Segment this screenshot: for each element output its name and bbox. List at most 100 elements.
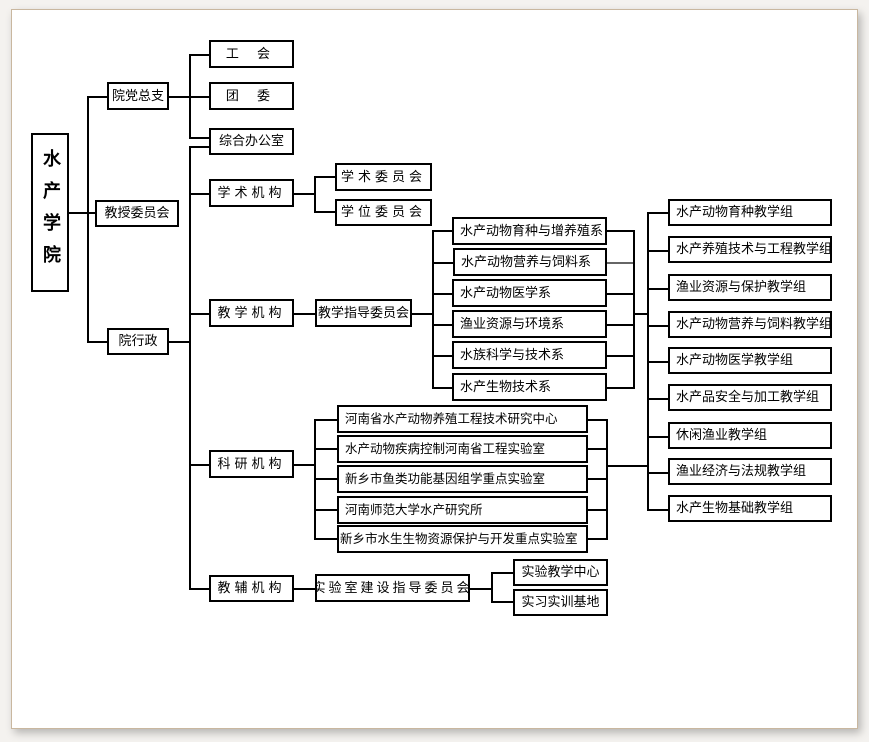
connector bbox=[87, 341, 108, 343]
connector bbox=[294, 588, 316, 590]
node-department: 水产动物育种与增养殖系 bbox=[452, 217, 607, 245]
node-teaching-group: 渔业经济与法规教学组 bbox=[668, 458, 832, 485]
connector bbox=[607, 355, 635, 357]
node-professors-committee: 教授委员会 bbox=[95, 200, 179, 227]
node-research-unit: 新乡市鱼类功能基因组学重点实验室 bbox=[337, 465, 588, 493]
node-college: 水产学院 bbox=[31, 133, 69, 292]
connector bbox=[294, 313, 316, 315]
connector bbox=[633, 230, 635, 389]
connector bbox=[432, 387, 454, 389]
node-teaching-group: 渔业资源与保护教学组 bbox=[668, 274, 832, 301]
node-teaching-group: 水产生物基础教学组 bbox=[668, 495, 832, 522]
connector bbox=[314, 211, 337, 213]
node-youth-league: 团 委 bbox=[209, 82, 294, 110]
node-teaching-committee: 教学指导委员会 bbox=[315, 299, 412, 327]
connector bbox=[314, 419, 338, 421]
connector bbox=[169, 96, 191, 98]
connector bbox=[647, 398, 669, 400]
connector bbox=[189, 464, 210, 466]
node-department: 渔业资源与环境系 bbox=[452, 310, 607, 338]
node-practice-base: 实习实训基地 bbox=[513, 589, 608, 616]
node-academic-committee: 学术委员会 bbox=[335, 163, 432, 191]
node-degree-committee: 学位委员会 bbox=[335, 199, 432, 226]
node-party-branch: 院党总支 bbox=[107, 82, 169, 110]
connector bbox=[647, 509, 669, 511]
connector bbox=[314, 538, 338, 540]
connector bbox=[647, 212, 669, 214]
connector bbox=[432, 230, 434, 388]
connector bbox=[647, 472, 669, 474]
connector bbox=[189, 193, 210, 195]
connector bbox=[647, 325, 669, 327]
connector bbox=[169, 341, 191, 343]
node-teaching-group: 水产动物育种教学组 bbox=[668, 199, 832, 226]
connector bbox=[647, 250, 669, 252]
connector bbox=[432, 262, 454, 264]
node-department: 水产动物营养与饲料系 bbox=[453, 248, 607, 276]
node-union: 工 会 bbox=[209, 40, 294, 68]
connector bbox=[432, 230, 454, 232]
connector bbox=[588, 509, 608, 511]
connector bbox=[491, 601, 514, 603]
node-research-unit: 河南省水产动物养殖工程技术研究中心 bbox=[337, 405, 588, 433]
connector bbox=[647, 288, 669, 290]
connector bbox=[647, 361, 669, 363]
connector bbox=[314, 176, 316, 212]
node-academic-bodies: 学术机构 bbox=[209, 179, 294, 207]
connector bbox=[314, 448, 338, 450]
node-teaching-group: 水产动物营养与饲料教学组 bbox=[668, 311, 832, 338]
connector bbox=[432, 293, 454, 295]
node-department: 水产动物医学系 bbox=[452, 279, 607, 307]
connector bbox=[432, 355, 454, 357]
node-research-unit: 河南师范大学水产研究所 bbox=[337, 496, 588, 524]
node-teaching-bodies: 教学机构 bbox=[209, 299, 294, 327]
node-department: 水产生物技术系 bbox=[452, 373, 607, 401]
connector bbox=[491, 572, 514, 574]
node-department: 水族科学与技术系 bbox=[452, 341, 607, 369]
connector bbox=[470, 588, 493, 590]
node-research-unit: 新乡市水生生物资源保护与开发重点实验室 bbox=[337, 525, 588, 553]
connector bbox=[606, 419, 608, 540]
connector bbox=[588, 478, 608, 480]
connector bbox=[189, 588, 210, 590]
connector bbox=[189, 146, 210, 148]
connector bbox=[607, 262, 635, 264]
node-college-admin: 院行政 bbox=[107, 328, 169, 355]
connector bbox=[314, 509, 338, 511]
node-research-unit: 水产动物疾病控制河南省工程实验室 bbox=[337, 435, 588, 463]
connector bbox=[412, 313, 434, 315]
connector bbox=[189, 146, 191, 589]
connector bbox=[588, 448, 608, 450]
node-lab-teaching-center: 实验教学中心 bbox=[513, 559, 608, 586]
node-teaching-group: 水产品安全与加工教学组 bbox=[668, 384, 832, 411]
connector bbox=[588, 538, 608, 540]
connector bbox=[294, 464, 316, 466]
node-teaching-group: 水产养殖技术与工程教学组 bbox=[668, 236, 832, 263]
connector bbox=[607, 230, 635, 232]
connector bbox=[189, 137, 210, 139]
connector bbox=[87, 96, 89, 342]
node-general-office: 综合办公室 bbox=[209, 128, 294, 155]
connector bbox=[69, 212, 89, 214]
connector bbox=[87, 212, 95, 214]
connector bbox=[314, 176, 337, 178]
connector bbox=[607, 324, 635, 326]
connector bbox=[87, 96, 108, 98]
connector bbox=[647, 436, 669, 438]
node-teaching-group: 水产动物医学教学组 bbox=[668, 347, 832, 374]
connector bbox=[607, 293, 635, 295]
connector bbox=[588, 419, 608, 421]
connector bbox=[189, 54, 210, 56]
node-support-bodies: 教辅机构 bbox=[209, 575, 294, 602]
connector bbox=[432, 324, 454, 326]
connector bbox=[314, 478, 338, 480]
node-research-bodies: 科研机构 bbox=[209, 450, 294, 478]
connector bbox=[294, 193, 316, 195]
connector bbox=[491, 572, 493, 602]
connector bbox=[606, 465, 649, 467]
node-lab-committee: 实验室建设指导委员会 bbox=[315, 574, 470, 602]
node-teaching-group: 休闲渔业教学组 bbox=[668, 422, 832, 449]
connector bbox=[189, 96, 210, 98]
connector bbox=[633, 313, 649, 315]
connector bbox=[189, 313, 210, 315]
